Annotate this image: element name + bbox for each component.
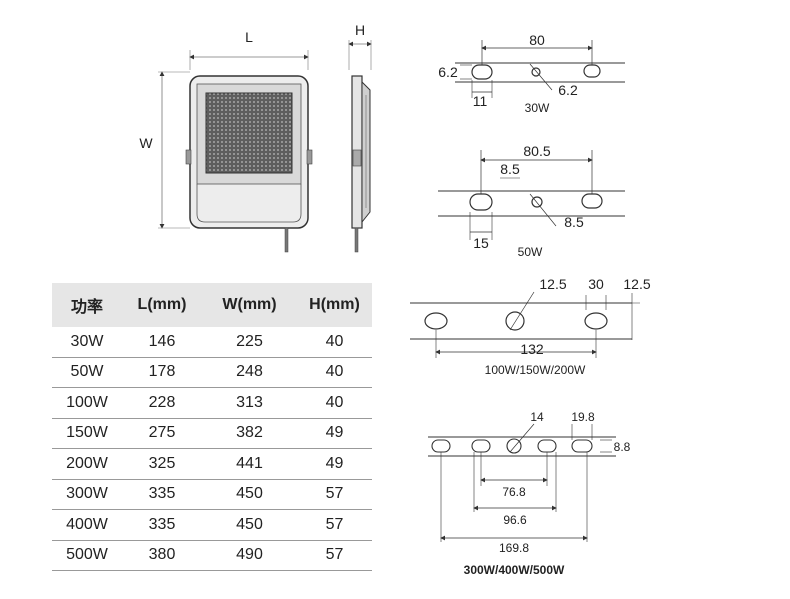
- cell-power: 50W: [52, 357, 122, 388]
- side-cable: [354, 227, 359, 253]
- cell-l: 335: [122, 509, 202, 541]
- caption-300w: 300W/400W/500W: [464, 563, 565, 577]
- dim-8-8: 8.8: [614, 440, 631, 454]
- cell-h: 40: [297, 357, 372, 388]
- cell-w: 225: [202, 327, 297, 358]
- cell-h: 49: [297, 418, 372, 449]
- caption-100w: 100W/150W/200W: [485, 363, 586, 377]
- cell-l: 228: [122, 387, 202, 419]
- cell-h: 40: [297, 327, 372, 358]
- cell-power: 400W: [52, 509, 122, 541]
- dim-169-8: 169.8: [499, 541, 529, 555]
- dim-30: 30: [588, 276, 604, 292]
- caption-50w: 50W: [518, 245, 543, 259]
- cell-h: 57: [297, 479, 372, 510]
- cell-l: 325: [122, 448, 202, 480]
- dim-132: 132: [520, 341, 544, 357]
- slot-2: [471, 439, 491, 453]
- header-l: L(mm): [122, 283, 202, 327]
- cell-w: 441: [202, 448, 297, 480]
- dim-80-5: 80.5: [523, 143, 550, 159]
- cell-h: 49: [297, 448, 372, 480]
- dim-12-5-right: 12.5: [623, 276, 650, 292]
- dim-15: 15: [473, 235, 489, 251]
- cell-h: 57: [297, 540, 372, 571]
- bracket-50w: 80.5 8.5 15 8.5 50W: [438, 143, 625, 259]
- cell-power: 200W: [52, 448, 122, 480]
- dim-6-2-hole: 6.2: [558, 82, 578, 98]
- cell-w: 248: [202, 357, 297, 388]
- dim-96-6: 96.6: [503, 513, 527, 527]
- cell-power: 150W: [52, 418, 122, 449]
- cell-power: 500W: [52, 540, 122, 571]
- hole-right: [584, 312, 608, 330]
- cell-w: 313: [202, 387, 297, 419]
- dim-76-8: 76.8: [502, 485, 526, 499]
- dim-14: 14: [530, 410, 544, 424]
- cell-power: 300W: [52, 479, 122, 510]
- cell-w: 450: [202, 509, 297, 541]
- header-w: W(mm): [202, 283, 297, 327]
- cell-l: 178: [122, 357, 202, 388]
- slot-hole-right: [581, 193, 603, 209]
- cell-w: 450: [202, 479, 297, 510]
- led-panel: [205, 92, 293, 174]
- hole-center: [505, 311, 525, 331]
- caption-30w: 30W: [525, 101, 550, 115]
- cell-l: 335: [122, 479, 202, 510]
- cell-l: 380: [122, 540, 202, 571]
- header-power: 功率: [52, 283, 122, 327]
- front-view: L W: [139, 29, 313, 253]
- front-label-l: L: [245, 29, 253, 45]
- side-label-h: H: [355, 22, 365, 38]
- dim-80: 80: [529, 32, 545, 48]
- bracket-30w: 80 6.2 11 6.2 30W: [438, 32, 625, 115]
- slot-3: [537, 439, 557, 453]
- dim-11: 11: [473, 93, 488, 109]
- center-hole: [506, 438, 522, 454]
- table-header-row: 功率 L(mm) W(mm) H(mm): [52, 283, 372, 327]
- slot-hole-left: [471, 64, 493, 80]
- cell-l: 275: [122, 418, 202, 449]
- cell-h: 57: [297, 509, 372, 541]
- dim-6-2-left: 6.2: [438, 64, 458, 80]
- cell-h: 40: [297, 387, 372, 419]
- slot-hole-right: [583, 64, 601, 78]
- bracket-100w: 12.5 30 12.5 132 100W/150W/200W: [410, 276, 651, 377]
- dim-8-5-hole: 8.5: [564, 214, 584, 230]
- hole-left: [424, 312, 448, 330]
- dim-12-5-left: 12.5: [539, 276, 566, 292]
- dim-19-8: 19.8: [571, 410, 595, 424]
- slot-hole-left: [469, 193, 493, 211]
- center-hole: [531, 67, 541, 77]
- cell-w: 382: [202, 418, 297, 449]
- cell-w: 490: [202, 540, 297, 571]
- dim-8-5-top: 8.5: [500, 161, 520, 177]
- cell-power: 100W: [52, 387, 122, 419]
- slot-4: [571, 439, 593, 453]
- bracket-300w: 14 19.8 8.8 76.8 96.6 169.8 300W/400W/50…: [428, 410, 631, 577]
- cable: [284, 227, 289, 253]
- cell-l: 146: [122, 327, 202, 358]
- side-view: H: [348, 22, 372, 253]
- cell-power: 30W: [52, 327, 122, 358]
- header-h: H(mm): [297, 283, 372, 327]
- front-label-w: W: [139, 135, 153, 151]
- slot-1: [431, 439, 451, 453]
